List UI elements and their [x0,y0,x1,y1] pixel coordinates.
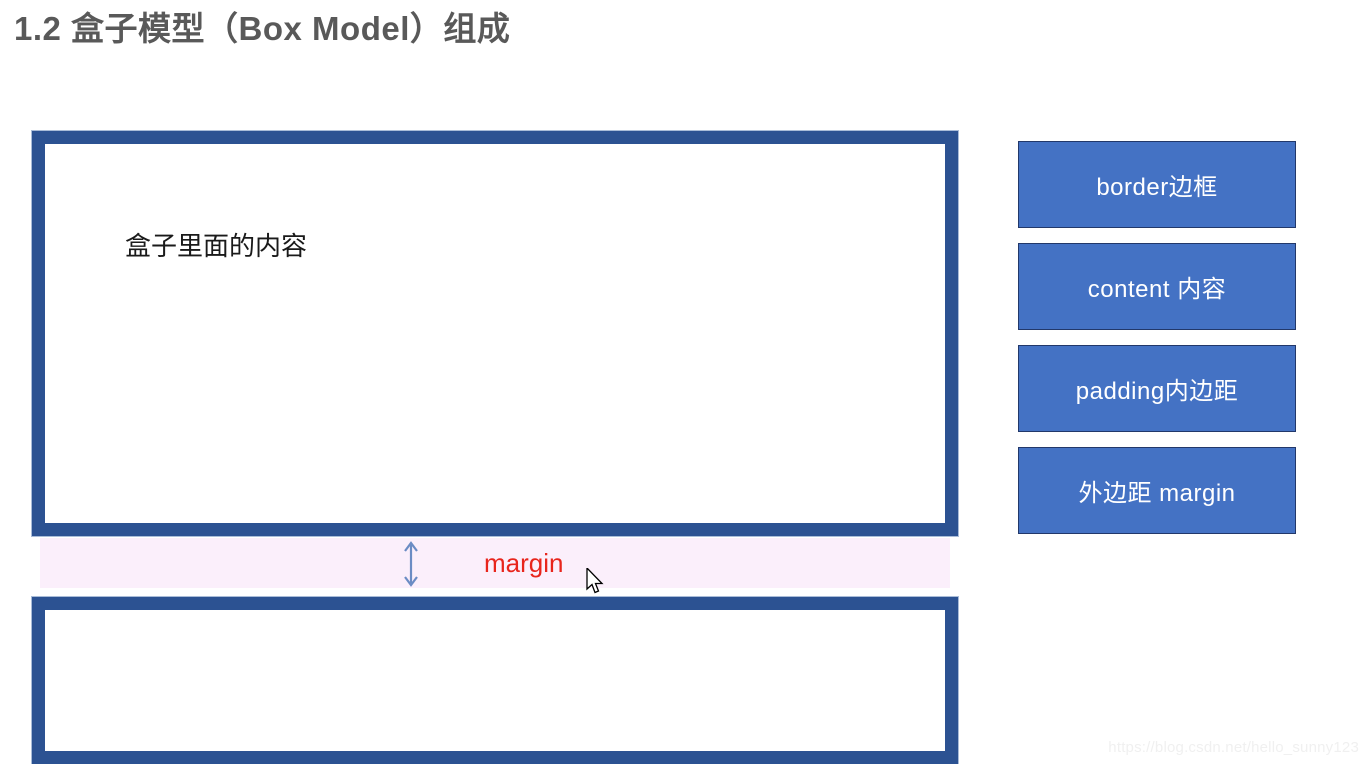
page-title: 1.2 盒子模型（Box Model）组成 [14,10,511,47]
content-box: 盒子里面的内容 [31,130,959,537]
legend-item-label: 外边距 margin [1078,480,1236,507]
double-headed-vertical-arrow-icon [400,540,422,588]
watermark: https://blog.csdn.net/hello_sunny123 [1108,739,1359,756]
legend-item-content[interactable]: content 内容 [1018,243,1296,330]
legend-item-border[interactable]: border边框 [1018,141,1296,228]
legend-item-label: padding内边距 [1075,378,1239,405]
legend-item-label: content 内容 [1087,276,1227,303]
legend-item-margin[interactable]: 外边距 margin [1018,447,1296,534]
second-box [31,596,959,764]
legend-list: border边框 content 内容 padding内边距 外边距 margi… [1018,141,1296,534]
legend-item-label: border边框 [1096,174,1218,201]
margin-band: margin [40,538,950,588]
margin-annotation-label: margin [484,548,564,578]
legend-item-padding[interactable]: padding内边距 [1018,345,1296,432]
box-content-label: 盒子里面的内容 [125,231,308,261]
